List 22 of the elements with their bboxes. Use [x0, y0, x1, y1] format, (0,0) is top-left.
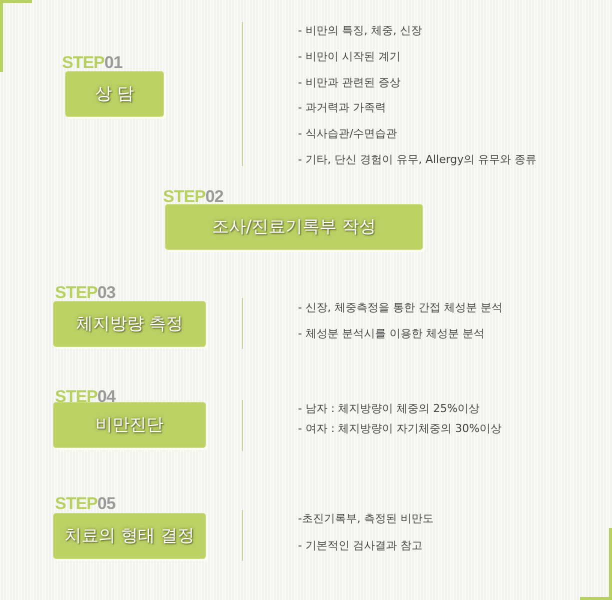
detail-text: -초진기록부, 측정된 비만도: [298, 512, 434, 526]
detail-text: - 비만과 관련된 증상: [298, 76, 400, 90]
step-title: 체지방량 측정: [76, 313, 184, 335]
detail-text: - 여자 : 체지방량이 자기체중의 30%이상: [298, 422, 502, 436]
step-title: 상 담: [94, 83, 134, 105]
step-number: STEP05: [55, 495, 116, 512]
detail-text: - 비만이 시작된 계기: [298, 50, 400, 64]
step-title: 비만진단: [96, 414, 164, 436]
detail-text: - 기본적인 검사결과 참고: [298, 539, 422, 553]
detail-text: - 비만의 특징, 체중, 신장: [298, 24, 422, 38]
detail-text: - 식사습관/수면습관: [298, 127, 398, 142]
detail-text: - 과거력과 가족력: [298, 101, 386, 116]
step-number: STEP03: [55, 284, 116, 301]
step-title: 치료의 형태 결정: [64, 525, 194, 547]
step-number: STEP02: [163, 188, 224, 205]
step-title: 조사/진료기록부 작성: [212, 216, 376, 238]
detail-text: - 기타, 단신 경험이 유무, Allergy의 유무와 종류: [298, 153, 537, 167]
step-number: STEP04: [55, 388, 116, 405]
detail-text: - 체성분 분석시를 이용한 체성분 분석: [298, 327, 484, 341]
step-number: STEP01: [62, 54, 122, 71]
detail-text: - 남자 : 체지방량이 체중의 25%이상: [298, 402, 480, 416]
detail-text: - 신장, 체중측정을 통한 간접 체성분 분석: [298, 301, 502, 315]
